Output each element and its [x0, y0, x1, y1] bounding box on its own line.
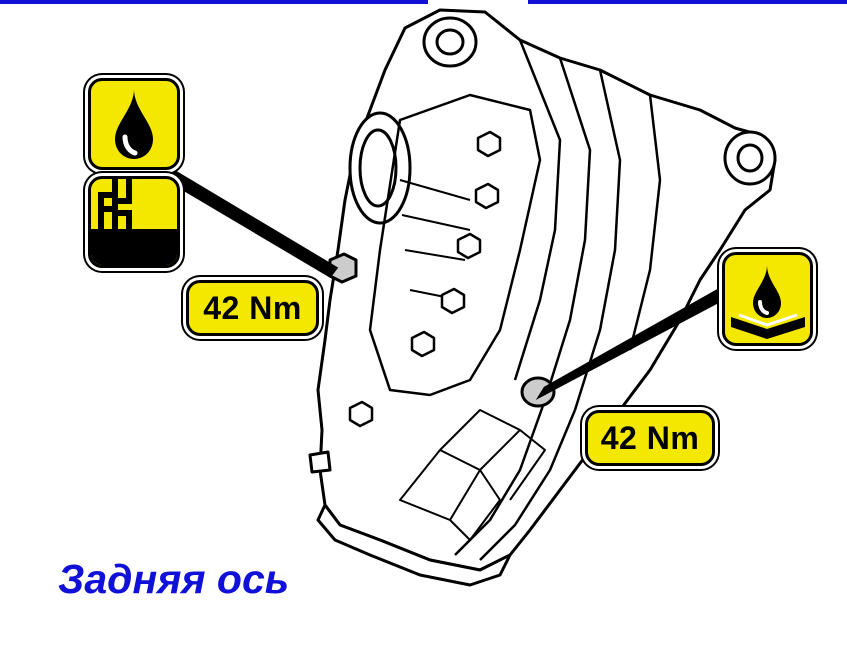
drain-plug	[520, 376, 556, 408]
fill-plug-leader-line	[166, 167, 339, 278]
right-mount-eye-hole	[736, 143, 764, 173]
housing-mount-tab	[308, 450, 332, 474]
housing-bottom-flange	[316, 503, 512, 587]
top-accent-bar-gap	[428, 0, 528, 4]
fill-plug-torque-label: 42 Nm	[186, 280, 319, 336]
top-accent-bar	[0, 0, 847, 4]
drain-plug-torque-label: 42 Nm	[585, 410, 715, 466]
oil-drop-icon	[88, 78, 180, 170]
top-mount-eye	[422, 16, 478, 68]
oil-drain-pan-icon	[722, 252, 813, 346]
top-mount-eye-hole	[435, 28, 465, 56]
fill-level-plug-icon	[88, 176, 180, 268]
output-shaft-bore-inner	[358, 128, 398, 208]
right-mount-eye	[723, 130, 777, 186]
differential-housing-outline	[316, 8, 777, 572]
diagram-caption: Задняя ось	[58, 556, 290, 602]
cover-bolts	[348, 130, 502, 428]
